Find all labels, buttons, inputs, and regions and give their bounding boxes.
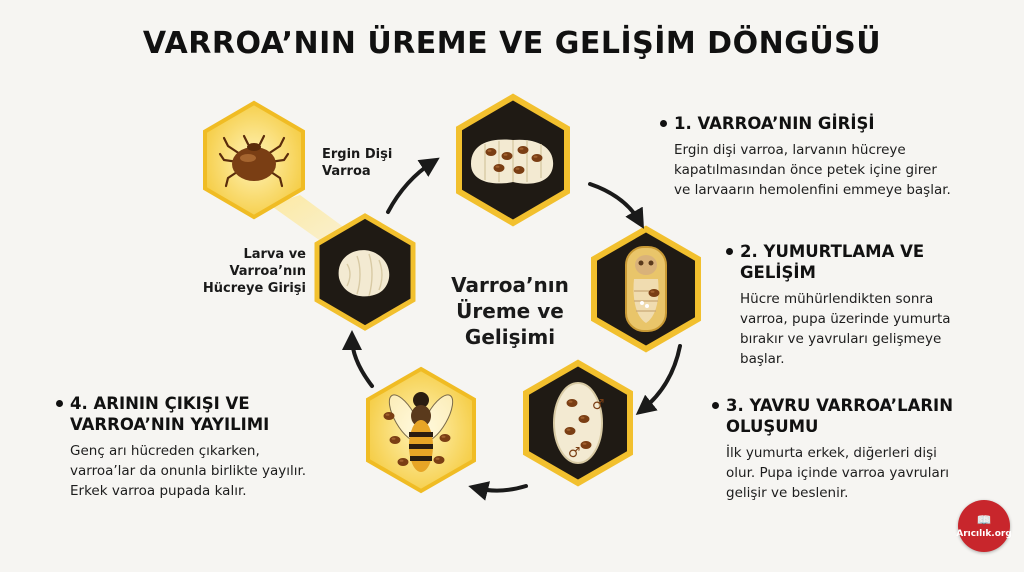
arrow-step3-to-step4: [468, 481, 528, 501]
step-3-body: İlk yumurta erkek, diğerleri dişi olur. …: [726, 445, 950, 501]
larva-icon: [314, 213, 416, 331]
step-3-title: 3. YAVRU VARROA’LARIN OLUŞUMU: [712, 395, 1002, 437]
arrow-step4-to-larva: [342, 330, 374, 388]
step-1: 1. VARROA’NIN GİRİŞİ Ergin dişi varroa, …: [660, 113, 990, 200]
step-2-title: 2. YUMURTLAMA VE GELİŞİM: [726, 241, 996, 283]
sealed-cell-pupa-icon: [591, 225, 701, 353]
step-2-body: Hücre mühürlendikten sonra varroa, pupa …: [740, 291, 951, 367]
larva-with-mites-icon: [456, 93, 570, 227]
step-1-title: 1. VARROA’NIN GİRİŞİ: [660, 113, 990, 134]
book-icon: 📖: [976, 513, 992, 527]
varroa-mite-icon: [203, 100, 305, 220]
arrow-step1-to-step2: [588, 182, 645, 229]
larva-entry-label: Larva ve Varroa’nın Hücreye Girişi: [202, 247, 306, 296]
bee-with-mites-icon: [366, 366, 476, 494]
cycle-arrows: [342, 157, 682, 501]
arrow-step2-to-step3: [635, 344, 682, 415]
page-title: VARROA’NIN ÜREME VE GELİŞİM DÖNGÜSÜ: [142, 26, 882, 61]
arrow-larva-to-step1: [386, 157, 440, 214]
step-1-body: Ergin dişi varroa, larvanın hücreye kapa…: [674, 142, 951, 198]
center-label: Varroa’nın Üreme ve Gelişimi: [451, 273, 569, 349]
step-4-body: Genç arı hücreden çıkarken, varroa’lar d…: [70, 443, 307, 499]
pupa-with-young-mites-icon: ♂ ♂: [523, 359, 633, 487]
step-4-title: 4. ARININ ÇIKIŞI VE VARROA’NIN YAYILIMI: [56, 393, 356, 435]
site-logo[interactable]: 📖 Arıcılık.org: [956, 500, 1012, 552]
adult-varroa-label: Ergin Dişi Varroa: [322, 147, 393, 179]
male-symbol: ♂: [568, 445, 581, 461]
step-3: 3. YAVRU VARROA’LARIN OLUŞUMU İlk yumurt…: [712, 395, 1002, 503]
male-symbol: ♂: [592, 397, 605, 413]
step-4: 4. ARININ ÇIKIŞI VE VARROA’NIN YAYILIMI …: [56, 393, 356, 501]
step-2: 2. YUMURTLAMA VE GELİŞİM Hücre mühürlend…: [726, 241, 996, 369]
